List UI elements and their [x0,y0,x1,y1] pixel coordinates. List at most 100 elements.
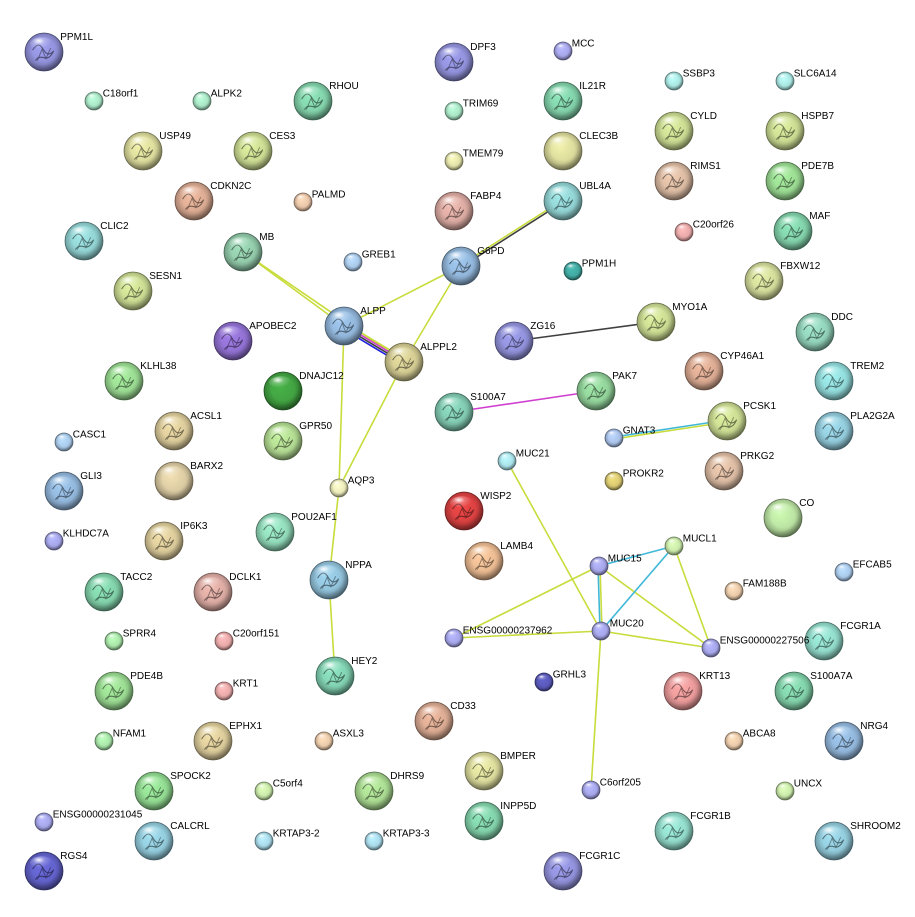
node-SHROOM2[interactable]: SHROOM2 [814,821,901,861]
node-IL21R[interactable]: IL21R [543,81,606,121]
node-DPF3[interactable]: DPF3 [434,42,496,82]
node-ALPP[interactable]: ALPP [324,306,386,346]
node-NRG4[interactable]: NRG4 [824,721,888,761]
node-UNCX[interactable]: UNCX [775,778,822,801]
node-C5orf4[interactable]: C5orf4 [254,778,303,801]
node-DNAJC12[interactable]: DNAJC12 [263,371,344,411]
node-ABCA8[interactable]: ABCA8 [724,728,776,751]
node-PALMD[interactable]: PALMD [293,189,345,212]
node-C20orf26[interactable]: C20orf26 [674,219,734,242]
node-PPM1L[interactable]: PPM1L [24,32,93,72]
node-TMEM79[interactable]: TMEM79 [444,148,504,171]
node-KRTAP3-3[interactable]: KRTAP3-3 [364,828,430,851]
node-HSPB7[interactable]: HSPB7 [765,111,834,151]
node-SLC6A14[interactable]: SLC6A14 [775,68,837,91]
node-SPRR4[interactable]: SPRR4 [104,628,157,651]
node-NPPA[interactable]: NPPA [309,560,372,600]
node-KLHL38[interactable]: KLHL38 [104,361,177,401]
node-ENSG00000227506[interactable]: ENSG00000227506 [701,635,810,658]
node-DDC[interactable]: DDC [795,312,853,352]
node-FCGR1A[interactable]: FCGR1A [804,621,881,661]
node-GLI3[interactable]: GLI3 [44,471,102,511]
node-PRKG2[interactable]: PRKG2 [704,451,775,491]
node-C6orf205[interactable]: C6orf205 [581,777,641,800]
node-APOBEC2[interactable]: APOBEC2 [213,321,297,361]
node-TRIM69[interactable]: TRIM69 [444,98,499,121]
node-C20orf151[interactable]: C20orf151 [214,628,280,651]
node-EFCAB5[interactable]: EFCAB5 [834,559,892,582]
node-PDE4B[interactable]: PDE4B [94,671,163,711]
node-NFAM1[interactable]: NFAM1 [94,728,147,751]
node-EPHX1[interactable]: EPHX1 [193,721,262,761]
node-SPOCK2[interactable]: SPOCK2 [134,771,211,811]
node-FAM188B[interactable]: FAM188B [724,578,787,601]
node-KLHDC7A[interactable]: KLHDC7A [44,528,109,551]
node-GRHL3[interactable]: GRHL3 [534,669,587,692]
node-PCSK1[interactable]: PCSK1 [707,401,776,441]
node-MAF[interactable]: MAF [773,211,830,251]
node-S100A7A[interactable]: S100A7A [774,671,853,711]
node-GNAT3[interactable]: GNAT3 [604,425,656,448]
node-RGS4[interactable]: RGS4 [24,851,88,891]
node-PPM1H[interactable]: PPM1H [563,258,616,281]
node-IP6K3[interactable]: IP6K3 [144,521,208,561]
node-PAK7[interactable]: PAK7 [576,371,638,411]
node-CLIC2[interactable]: CLIC2 [64,221,129,261]
node-FCGR1C[interactable]: FCGR1C [543,851,620,891]
node-PLA2G2A[interactable]: PLA2G2A [814,411,895,451]
node-KRT13[interactable]: KRT13 [663,671,731,711]
node-DHRS9[interactable]: DHRS9 [354,771,425,811]
node-TACC2[interactable]: TACC2 [84,572,153,612]
node-C18orf1[interactable]: C18orf1 [84,88,139,111]
node-CDKN2C[interactable]: CDKN2C [174,181,251,221]
node-SESN1[interactable]: SESN1 [113,271,182,311]
node-BARX2[interactable]: BARX2 [154,461,223,501]
node-CYP46A1[interactable]: CYP46A1 [684,351,765,391]
node-ALPPL2[interactable]: ALPPL2 [384,342,457,382]
node-DCLK1[interactable]: DCLK1 [193,572,262,612]
node-GREB1[interactable]: GREB1 [343,249,396,272]
node-CD33[interactable]: CD33 [414,701,476,741]
node-MCC[interactable]: MCC [553,38,595,61]
node-POU2AF1[interactable]: POU2AF1 [255,512,337,552]
node-PDE7B[interactable]: PDE7B [765,161,834,201]
node-GPR50[interactable]: GPR50 [263,421,332,461]
node-MUCL1[interactable]: MUCL1 [664,533,717,556]
node-INPP5D[interactable]: INPP5D [464,801,536,841]
node-G6PD[interactable]: G6PD [441,246,504,286]
node-ENSG00000231045[interactable]: ENSG00000231045 [34,809,143,832]
node-CALCRL[interactable]: CALCRL [134,821,210,861]
node-FCGR1B[interactable]: FCGR1B [654,811,731,851]
node-ALPK2[interactable]: ALPK2 [192,88,242,111]
node-CES3[interactable]: CES3 [233,131,296,171]
node-FABP4[interactable]: FABP4 [434,191,502,231]
node-UBL4A[interactable]: UBL4A [543,181,611,221]
node-CLEC3B[interactable]: CLEC3B [543,131,618,171]
node-FBXW12[interactable]: FBXW12 [744,261,821,301]
node-MUC20[interactable]: MUC20 [591,618,644,641]
node-HEY2[interactable]: HEY2 [315,656,378,696]
node-CASC1[interactable]: CASC1 [54,429,107,452]
node-MUC15[interactable]: MUC15 [589,553,642,576]
node-MYO1A[interactable]: MYO1A [636,302,708,342]
node-BMPER[interactable]: BMPER [464,751,536,791]
node-MUC21[interactable]: MUC21 [497,448,550,471]
node-CO[interactable]: CO [763,498,814,538]
node-S100A7[interactable]: S100A7 [434,392,506,432]
node-KRTAP3-2[interactable]: KRTAP3-2 [254,828,320,851]
node-KRT1[interactable]: KRT1 [214,678,259,701]
node-MB[interactable]: MB [223,232,275,272]
node-PROKR2[interactable]: PROKR2 [604,468,664,491]
node-ENSG00000237962[interactable]: ENSG00000237962 [444,625,553,648]
node-USP49[interactable]: USP49 [123,131,191,171]
node-SSBP3[interactable]: SSBP3 [664,68,715,91]
node-TREM2[interactable]: TREM2 [814,361,885,401]
node-LAMB4[interactable]: LAMB4 [464,541,533,581]
node-RIMS1[interactable]: RIMS1 [654,161,721,201]
node-ACSL1[interactable]: ACSL1 [154,411,222,451]
node-CYLD[interactable]: CYLD [654,111,717,151]
node-ASXL3[interactable]: ASXL3 [314,728,364,751]
node-AQP3[interactable]: AQP3 [329,475,375,498]
node-WISP2[interactable]: WISP2 [444,491,512,531]
node-RHOU[interactable]: RHOU [293,81,359,121]
